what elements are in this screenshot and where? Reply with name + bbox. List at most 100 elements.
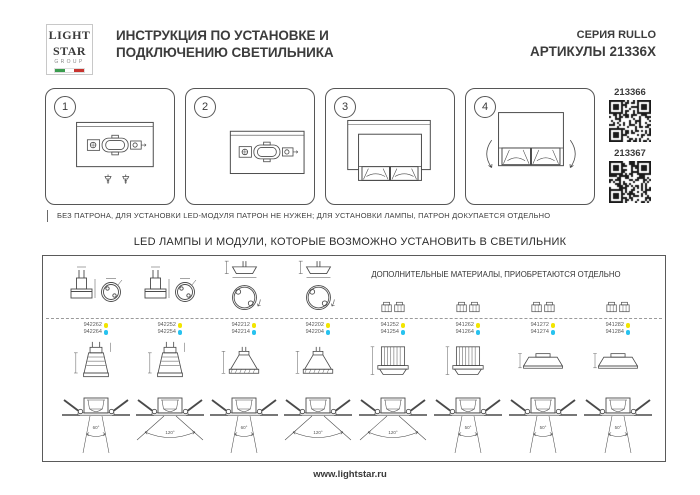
step-number-2: 2 (194, 96, 216, 118)
connector-icon (606, 301, 630, 313)
connector-icon (531, 301, 555, 313)
module-code-cool: 941284 (605, 329, 624, 335)
italian-flag-stripe (54, 68, 85, 73)
gu10-socket-icon (70, 266, 123, 302)
dome-lamp-icon (295, 346, 334, 374)
title-line-2: ПОДКЛЮЧЕНИЮ СВЕТИЛЬНИКА (116, 45, 334, 60)
spot-lamp-icon (147, 341, 186, 378)
recessed-fixture-narrow-beam-icon (207, 389, 281, 459)
module-code-warm: 941282 (605, 322, 624, 328)
recessed-fixture-wide-beam-icon (356, 389, 430, 459)
lamp-column-1: 942262 942264 60° (59, 256, 133, 461)
recessed-fixture-narrow-beam-icon (431, 389, 505, 459)
cool-color-dot (400, 330, 406, 335)
lamp-code-warm: 942202 (305, 322, 324, 328)
beam-angle-label: 50° (614, 425, 622, 430)
led-module-finned-icon (370, 346, 409, 375)
qr-label-2: 213367 (614, 148, 646, 159)
lamp-compatibility-table: ДОПОЛНИТЕЛЬНЫЕ МАТЕРИАЛЫ, ПРИОБРЕТАЮТСЯ … (42, 255, 666, 462)
module-code-warm: 941262 (455, 322, 474, 328)
warm-color-dot (103, 323, 109, 328)
module-column-8: 941282 941284 50° (581, 256, 655, 461)
additional-materials-header: ДОПОЛНИТЕЛЬНЫЕ МАТЕРИАЛЫ, ПРИОБРЕТАЮТСЯ … (371, 270, 621, 279)
beam-angle-label: 120° (313, 430, 323, 435)
beam-angle-label: 50° (539, 425, 547, 430)
logo-text-light: LIGHT (48, 28, 91, 42)
socket-notice: БЕЗ ПАТРОНА, ДЛЯ УСТАНОВКИ LED-МОДУЛЯ ПА… (47, 210, 550, 222)
recessed-fixture-narrow-beam-icon (506, 389, 580, 459)
step-number-1: 1 (54, 96, 76, 118)
module-code-warm: 941272 (530, 322, 549, 328)
qr-code-column: 213366 213367 (600, 87, 660, 209)
install-step-4: 4 (465, 88, 595, 205)
module-code-warm: 941252 (380, 322, 399, 328)
led-module-finned-icon (445, 346, 484, 375)
cool-color-dot (475, 330, 481, 335)
recessed-fixture-wide-beam-icon (281, 389, 355, 459)
recessed-fixture-narrow-beam-icon (581, 389, 655, 459)
qr-code-213367 (609, 161, 651, 203)
warm-color-dot (625, 323, 631, 328)
lamp-column-2: 942252 942254 120° (133, 256, 207, 461)
install-step-3: 3 (325, 88, 455, 205)
lamp-code-cool: 942264 (83, 329, 102, 335)
install-step-1: 1 (45, 88, 175, 205)
module-code-cool: 941254 (380, 329, 399, 335)
module-column-6: 941262 941264 50° (431, 256, 505, 461)
gx53-socket-icon (298, 260, 336, 310)
step-number-4: 4 (474, 96, 496, 118)
cool-color-dot (251, 330, 257, 335)
logo-text-star: STAR (52, 44, 87, 58)
recessed-fixture-narrow-beam-icon (59, 389, 133, 459)
connector-icon (456, 301, 480, 313)
beam-angle-label: 120° (388, 430, 398, 435)
lightstar-logo: LIGHT STAR GROUP (46, 24, 93, 75)
cool-color-dot (625, 330, 631, 335)
lamp-code-cool: 942254 (157, 329, 176, 335)
lamp-code-warm: 942262 (83, 322, 102, 328)
gx53-socket-icon (224, 260, 262, 310)
warm-color-dot (177, 323, 183, 328)
qr-code-213366 (609, 100, 651, 142)
cool-color-dot (103, 330, 109, 335)
led-module-flat-icon (592, 353, 638, 369)
series-name: СЕРИЯ RULLO (576, 29, 656, 41)
lamp-code-warm: 942252 (157, 322, 176, 328)
dashed-divider (46, 318, 662, 319)
gu10-socket-icon (144, 266, 197, 302)
warm-color-dot (251, 323, 257, 328)
lamp-column-4: 942202 942204 120° (281, 256, 355, 461)
warm-color-dot (325, 323, 331, 328)
website-url: www.lightstar.ru (313, 469, 387, 480)
connector-icon (381, 301, 405, 313)
beam-angle-label: 50° (464, 425, 472, 430)
lamp-code-cool: 942214 (231, 329, 250, 335)
lamp-code-cool: 942204 (305, 329, 324, 335)
qr-label-1: 213366 (614, 87, 646, 98)
cool-color-dot (325, 330, 331, 335)
warm-color-dot (550, 323, 556, 328)
module-column-5: 941252 941254 120° (356, 256, 430, 461)
beam-angle-label: 120° (165, 430, 175, 435)
cool-color-dot (177, 330, 183, 335)
title-line-1: ИНСТРУКЦИЯ ПО УСТАНОВКЕ И (116, 28, 329, 43)
page-title: ИНСТРУКЦИЯ ПО УСТАНОВКЕ И ПОДКЛЮЧЕНИЮ СВ… (116, 27, 334, 61)
cool-color-dot (550, 330, 556, 335)
module-column-7: 941272 941274 50° (506, 256, 580, 461)
dome-lamp-icon (221, 346, 260, 374)
articles-label: АРТИКУЛЫ 21336X (530, 44, 656, 59)
beam-angle-label: 60° (240, 425, 248, 430)
logo-text-group: GROUP (54, 59, 85, 65)
step-number-3: 3 (334, 96, 356, 118)
spot-lamp-icon (73, 341, 112, 378)
series-info: СЕРИЯ RULLO АРТИКУЛЫ 21336X (530, 29, 656, 59)
lamp-column-3: 942212 942214 60° (207, 256, 281, 461)
module-code-cool: 941264 (455, 329, 474, 335)
module-code-cool: 941274 (530, 329, 549, 335)
lamp-section-title: LED ЛАМПЫ И МОДУЛИ, КОТОРЫЕ ВОЗМОЖНО УСТ… (133, 236, 567, 248)
warm-color-dot (475, 323, 481, 328)
beam-angle-label: 60° (92, 425, 100, 430)
warm-color-dot (400, 323, 406, 328)
install-step-2: 2 (185, 88, 315, 205)
